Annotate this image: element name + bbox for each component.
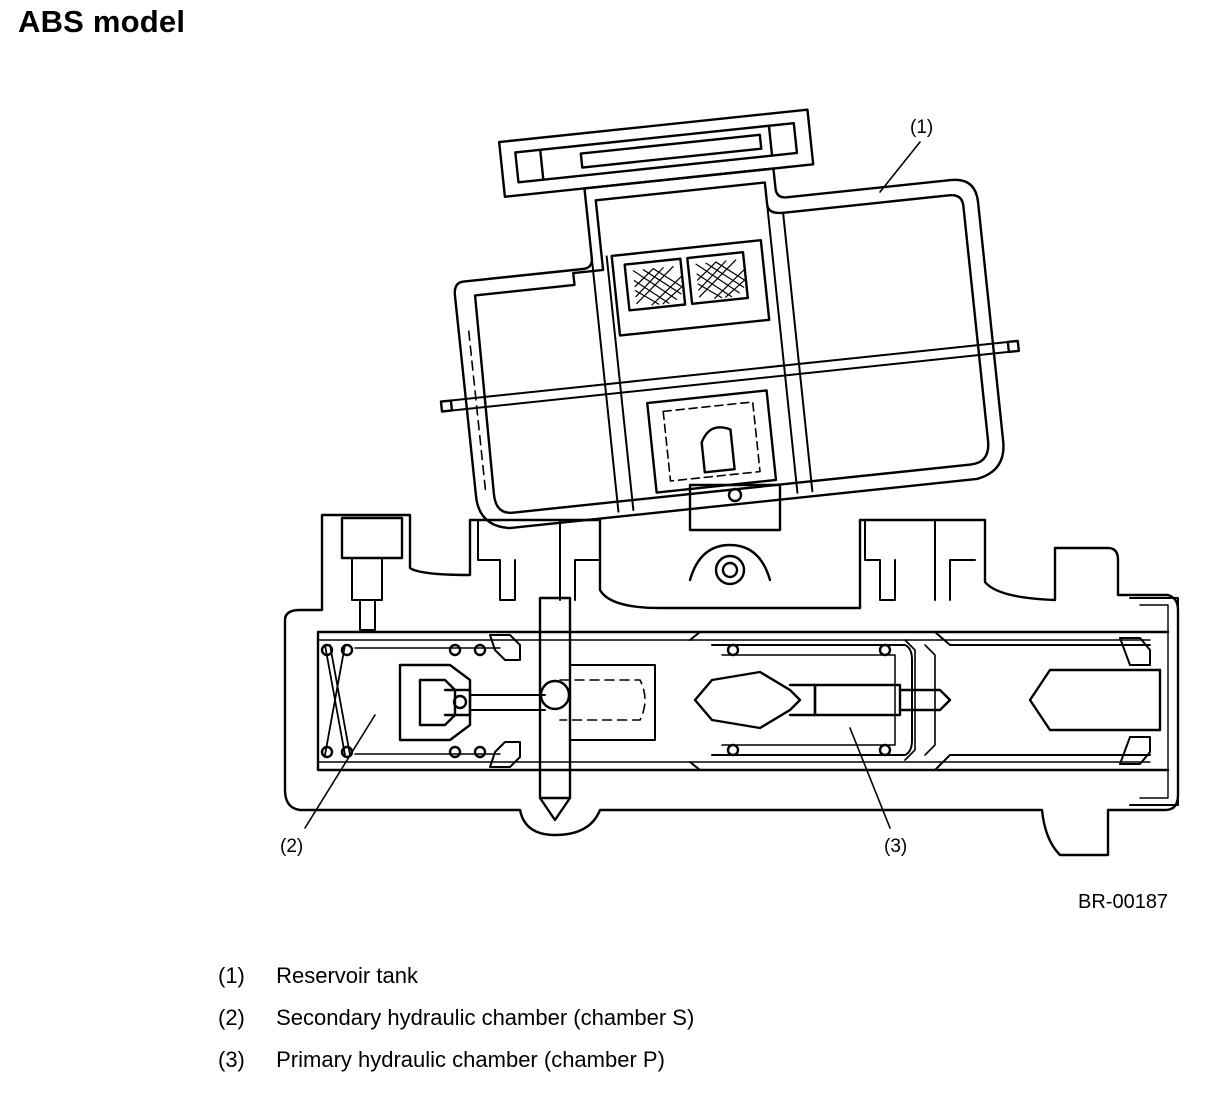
legend-item: (3) Primary hydraulic chamber (chamber P… [218,1042,694,1084]
callout-1-label: (1) [910,117,933,138]
callout-2-label: (2) [280,836,303,857]
legend-text: Primary hydraulic chamber (chamber P) [276,1047,665,1072]
cylinder-body [283,483,1180,857]
legend-text: Reservoir tank [276,963,418,988]
legend-item: (2) Secondary hydraulic chamber (chamber… [218,1000,694,1042]
primary-chamber-assembly [689,631,1162,771]
callout-3-label: (3) [884,836,907,857]
legend-number: (1) [218,963,245,988]
legend-text: Secondary hydraulic chamber (chamber S) [276,1005,695,1030]
secondary-chamber-assembly [320,634,656,768]
legend: (1) Reservoir tank (2) Secondary hydraul… [218,958,694,1084]
legend-number: (2) [218,1005,245,1030]
reservoir-tank [439,108,1021,530]
figure-code: BR-00187 [1078,891,1168,913]
page-title: ABS model [18,4,186,39]
legend-number: (3) [218,1047,245,1072]
legend-item: (1) Reservoir tank [218,958,694,1000]
